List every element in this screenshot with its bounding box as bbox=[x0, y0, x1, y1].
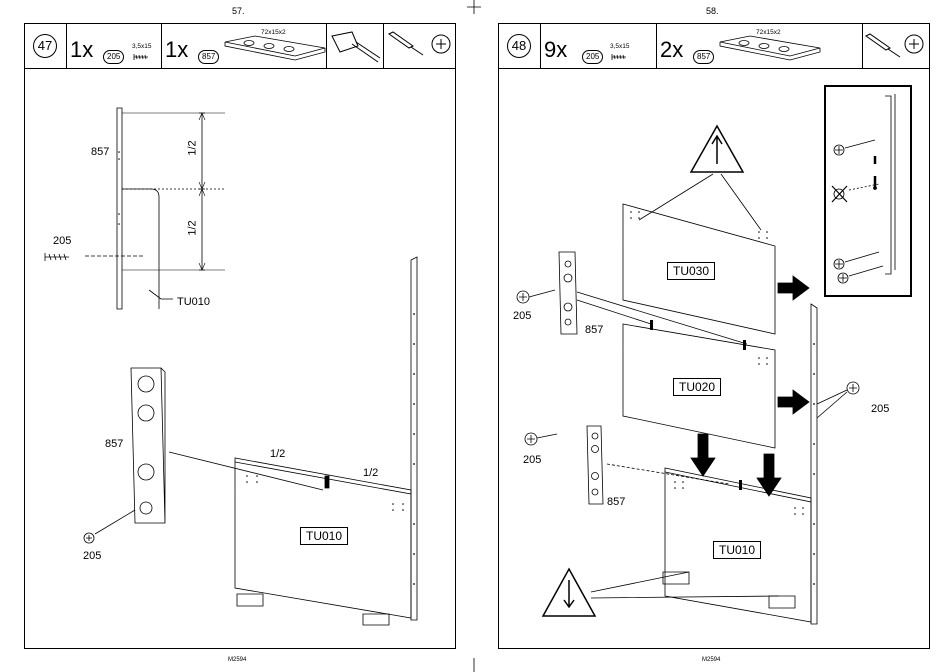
footer-code: M2594 bbox=[702, 657, 720, 663]
part-label: 857 bbox=[585, 324, 603, 336]
panel-label-box: TU010 bbox=[713, 541, 761, 559]
panel-label-box: TU030 bbox=[667, 262, 715, 280]
screw-label: 205 bbox=[523, 454, 541, 466]
screw-label: 205 bbox=[871, 403, 889, 415]
instruction-page-right: 48 9x 205 3,5x15 2x 857 72x15x2 bbox=[498, 23, 930, 649]
screw-label: 205 bbox=[513, 310, 531, 322]
page-number: 58. bbox=[706, 6, 719, 16]
panel-label-box: TU020 bbox=[673, 378, 721, 396]
part-label: 857 bbox=[607, 496, 625, 508]
